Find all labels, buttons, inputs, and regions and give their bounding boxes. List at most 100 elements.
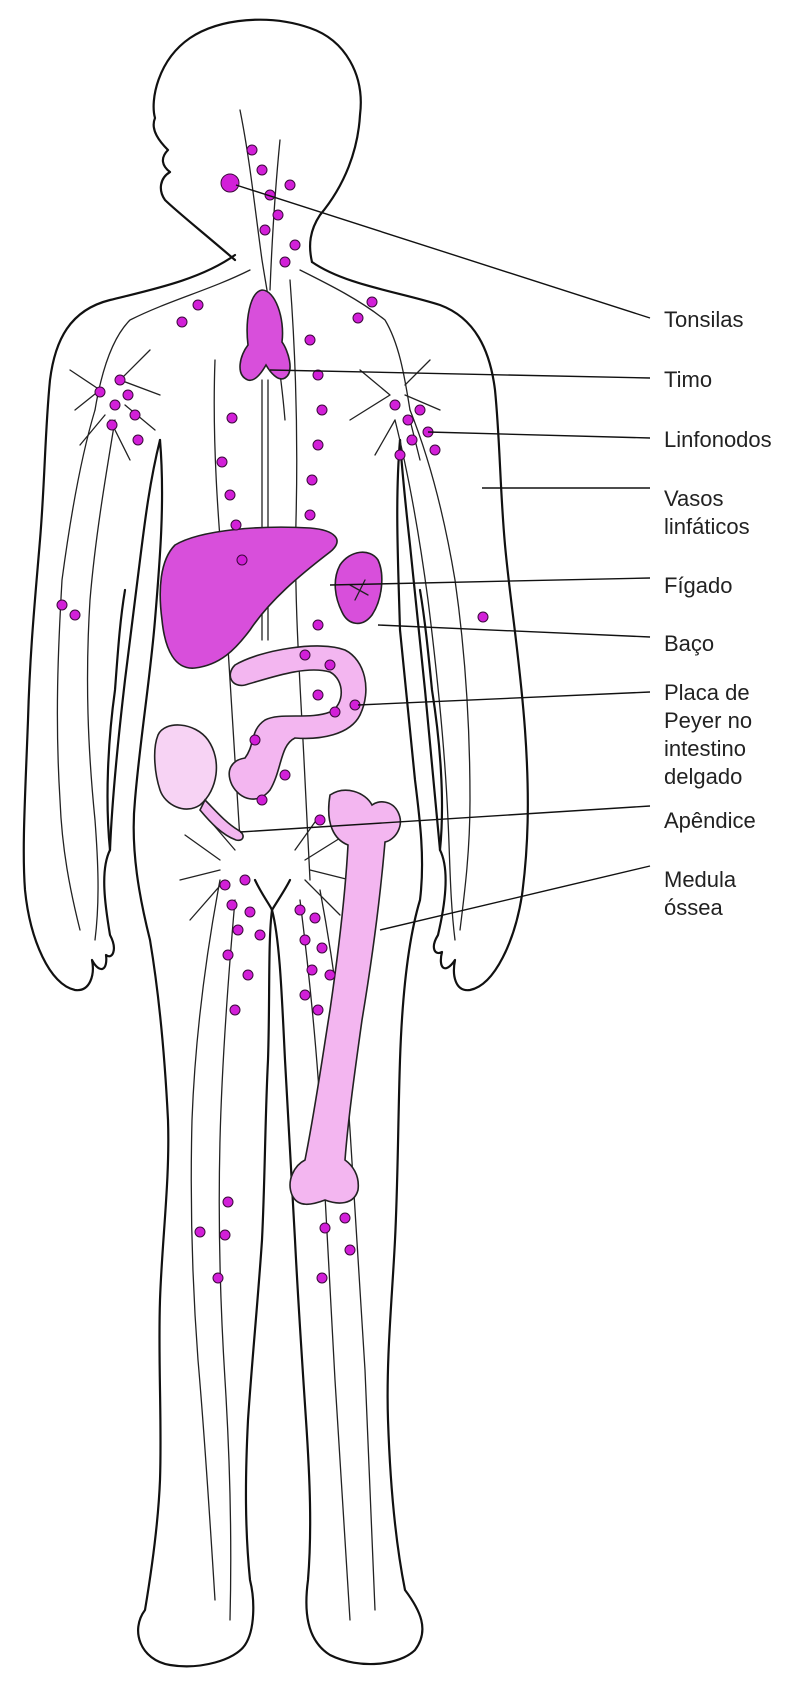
- leader-timo: [270, 370, 650, 378]
- organs: [155, 290, 401, 1204]
- lymph-node: [317, 405, 327, 415]
- lymph-node: [240, 875, 250, 885]
- lymph-node: [70, 610, 80, 620]
- lymph-node: [227, 900, 237, 910]
- lymph-node: [237, 555, 247, 565]
- small-intestine: [229, 646, 366, 799]
- lymph-node: [290, 240, 300, 250]
- label-placa-line3: intestino: [664, 736, 746, 761]
- label-vasos-line2: linfáticos: [664, 514, 750, 539]
- label-medula-line1: Medula: [664, 867, 737, 892]
- lymph-node: [177, 317, 187, 327]
- label-vasos-line1: Vasos: [664, 486, 724, 511]
- lymph-node: [115, 375, 125, 385]
- lymph-node: [313, 620, 323, 630]
- label-tonsilas: Tonsilas: [664, 307, 743, 332]
- lymph-node: [315, 815, 325, 825]
- lymph-node: [305, 335, 315, 345]
- lymph-node: [273, 210, 283, 220]
- cecum: [155, 725, 217, 809]
- lymph-node: [367, 297, 377, 307]
- lymph-node: [225, 490, 235, 500]
- lymph-node: [220, 880, 230, 890]
- lymph-node: [110, 400, 120, 410]
- vessel-shoulder-left: [95, 270, 250, 410]
- lymph-node: [307, 475, 317, 485]
- lymph-node: [193, 300, 203, 310]
- lymph-node: [325, 660, 335, 670]
- leader-apendice: [240, 806, 650, 832]
- lymph-node: [243, 970, 253, 980]
- leader-placa: [358, 692, 650, 705]
- lymph-node: [233, 925, 243, 935]
- lymph-node: [260, 225, 270, 235]
- lymph-node: [280, 770, 290, 780]
- lymph-node: [313, 690, 323, 700]
- label-baco: Baço: [664, 631, 714, 656]
- label-figado: Fígado: [664, 573, 733, 598]
- vessel-arm-left-a: [57, 410, 95, 930]
- lymph-node: [313, 1005, 323, 1015]
- label-placa-line1: Placa de: [664, 680, 750, 705]
- lymph-node: [133, 435, 143, 445]
- lymph-node: [313, 440, 323, 450]
- vessel-arm-left-b: [88, 420, 115, 940]
- label-timo: Timo: [664, 367, 712, 392]
- label-placa-line4: delgado: [664, 764, 742, 789]
- lymph-node: [305, 510, 315, 520]
- lymph-node: [353, 313, 363, 323]
- label-apendice: Apêndice: [664, 808, 756, 833]
- lymph-node: [285, 180, 295, 190]
- lymph-node: [330, 707, 340, 717]
- lymph-node: [300, 990, 310, 1000]
- labels: Tonsilas Timo Linfonodos Vasos linfático…: [664, 307, 772, 920]
- tonsil-node: [221, 174, 239, 192]
- thymus: [240, 290, 290, 380]
- lymph-node: [345, 1245, 355, 1255]
- spleen: [335, 552, 382, 623]
- lymph-node: [403, 415, 413, 425]
- label-medula-line2: óssea: [664, 895, 723, 920]
- label-placa-line2: Peyer no: [664, 708, 752, 733]
- lymph-node: [245, 907, 255, 917]
- lymph-node: [220, 1230, 230, 1240]
- lymph-node: [95, 387, 105, 397]
- pelvis-line: [255, 880, 290, 910]
- lymph-node: [407, 435, 417, 445]
- lymph-node: [317, 1273, 327, 1283]
- lymph-node: [57, 600, 67, 610]
- lymph-node: [325, 970, 335, 980]
- leader-tonsilas: [236, 185, 650, 318]
- lymph-node: [217, 457, 227, 467]
- lymph-node: [250, 735, 260, 745]
- lymph-node: [223, 950, 233, 960]
- body-outline: [24, 20, 528, 1667]
- lymph-node: [390, 400, 400, 410]
- lymph-node: [307, 965, 317, 975]
- lymph-node: [280, 257, 290, 267]
- lymph-node: [478, 612, 488, 622]
- lymph-node: [300, 650, 310, 660]
- label-linfonodos: Linfonodos: [664, 427, 772, 452]
- lymph-node: [310, 913, 320, 923]
- lymph-node: [123, 390, 133, 400]
- left-inner-arm: [108, 590, 125, 850]
- lymph-node: [195, 1227, 205, 1237]
- lymph-node: [230, 1005, 240, 1015]
- lymph-node: [340, 1213, 350, 1223]
- lymph-node: [231, 520, 241, 530]
- lymph-node: [130, 410, 140, 420]
- lymph-node: [247, 145, 257, 155]
- lymph-node: [320, 1223, 330, 1233]
- lymph-node: [255, 930, 265, 940]
- lymph-node: [415, 405, 425, 415]
- lymph-node: [430, 445, 440, 455]
- lymph-node: [223, 1197, 233, 1207]
- lymph-node: [257, 795, 267, 805]
- lymph-node: [395, 450, 405, 460]
- lymph-node: [295, 905, 305, 915]
- lymph-node: [213, 1273, 223, 1283]
- lymph-node: [317, 943, 327, 953]
- vessel-leg-left-a: [191, 880, 220, 1600]
